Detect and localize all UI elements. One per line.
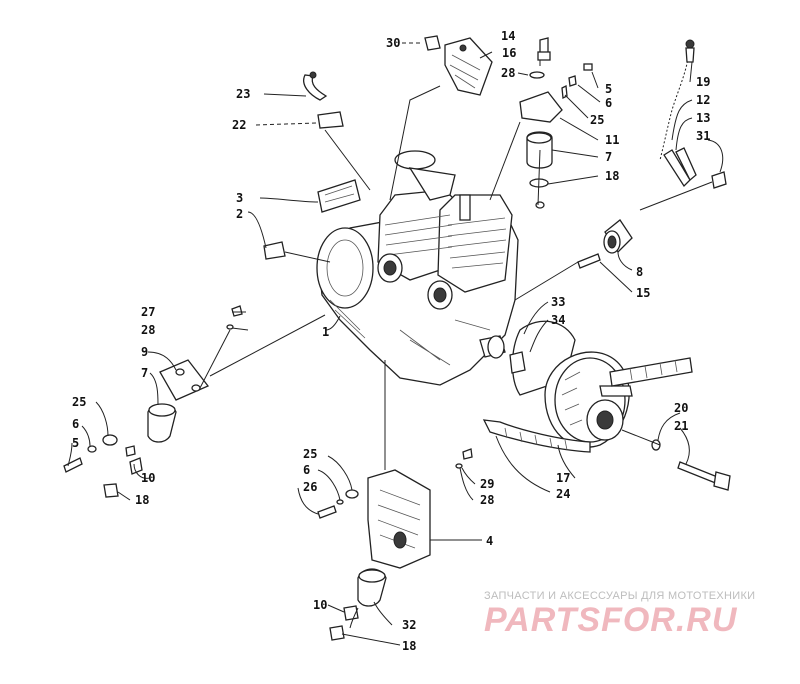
callout-18: 18 <box>605 169 619 183</box>
callout-19: 19 <box>696 75 710 89</box>
part-31-bolt <box>711 171 727 189</box>
callout-8: 8 <box>636 265 643 279</box>
left-mount-stack <box>63 305 243 498</box>
part-21-bolt <box>677 461 721 485</box>
callout-7: 7 <box>605 150 612 164</box>
callout-34: 34 <box>551 313 565 327</box>
callout-14: 14 <box>501 29 515 43</box>
callout-10-lower: 10 <box>313 598 327 612</box>
part-23-wire-clip <box>303 74 328 101</box>
drive-clutch-assembly <box>482 320 693 453</box>
callout-16: 16 <box>502 46 516 60</box>
leader-lines <box>67 42 724 646</box>
callout-21: 21 <box>674 419 688 433</box>
part-16-bracket <box>444 37 493 96</box>
callout-32: 32 <box>402 618 416 632</box>
callout-31: 31 <box>696 129 710 143</box>
callout-11: 11 <box>605 133 619 147</box>
part-8-bushing <box>603 219 633 254</box>
callout-33: 33 <box>551 295 565 309</box>
callout-1: 1 <box>322 325 329 339</box>
callout-25: 25 <box>590 113 604 127</box>
callout-26: 26 <box>303 480 317 494</box>
callout-25-left: 25 <box>72 395 86 409</box>
watermark-caption: ЗАПЧАСТИ И АКСЕССУАРЫ ДЛЯ МОТОТЕХНИКИ <box>484 590 756 602</box>
callout-9: 9 <box>141 345 148 359</box>
callout-10-left: 10 <box>141 471 155 485</box>
callout-3: 3 <box>236 191 243 205</box>
callout-7-left: 7 <box>141 366 148 380</box>
part-19-cable <box>659 39 695 161</box>
callout-5: 5 <box>605 82 612 96</box>
part-2-pad <box>263 241 286 260</box>
callout-18-left: 18 <box>135 493 149 507</box>
part-30-clip <box>424 35 441 51</box>
part-15-pin <box>577 253 601 269</box>
callout-18-lower: 18 <box>402 639 416 653</box>
callout-28-lower: 28 <box>480 493 494 507</box>
callout-22: 22 <box>232 118 246 132</box>
callout-24: 24 <box>556 487 570 501</box>
callout-25-lower: 25 <box>303 447 317 461</box>
callout-labels: 30 16 14 28 5 6 25 11 7 18 19 12 13 31 2… <box>72 29 710 653</box>
callout-6-left: 6 <box>72 417 79 431</box>
callout-5-left: 5 <box>72 436 79 450</box>
callout-20: 20 <box>674 401 688 415</box>
callout-6-lower: 6 <box>303 463 310 477</box>
callout-27: 27 <box>141 305 155 319</box>
callout-2: 2 <box>236 207 243 221</box>
callout-13: 13 <box>696 111 710 125</box>
callout-28: 28 <box>501 66 515 80</box>
callout-23: 23 <box>236 87 250 101</box>
part-22-plate <box>317 111 344 129</box>
callout-4: 4 <box>486 534 493 548</box>
part-12-fork <box>663 147 697 188</box>
callout-30: 30 <box>386 36 400 50</box>
lower-mount-stack <box>317 448 473 641</box>
engine-assembly <box>316 150 519 386</box>
callout-17: 17 <box>556 471 570 485</box>
watermark-logo: PARTSFOR.RU <box>484 601 738 639</box>
callout-12: 12 <box>696 93 710 107</box>
callout-6: 6 <box>605 96 612 110</box>
callout-28-left: 28 <box>141 323 155 337</box>
callout-29: 29 <box>480 477 494 491</box>
watermark: ЗАПЧАСТИ И АКСЕССУАРЫ ДЛЯ МОТОТЕХНИКИ PA… <box>484 590 794 638</box>
callout-15: 15 <box>636 286 650 300</box>
part-3-shield <box>317 179 361 213</box>
